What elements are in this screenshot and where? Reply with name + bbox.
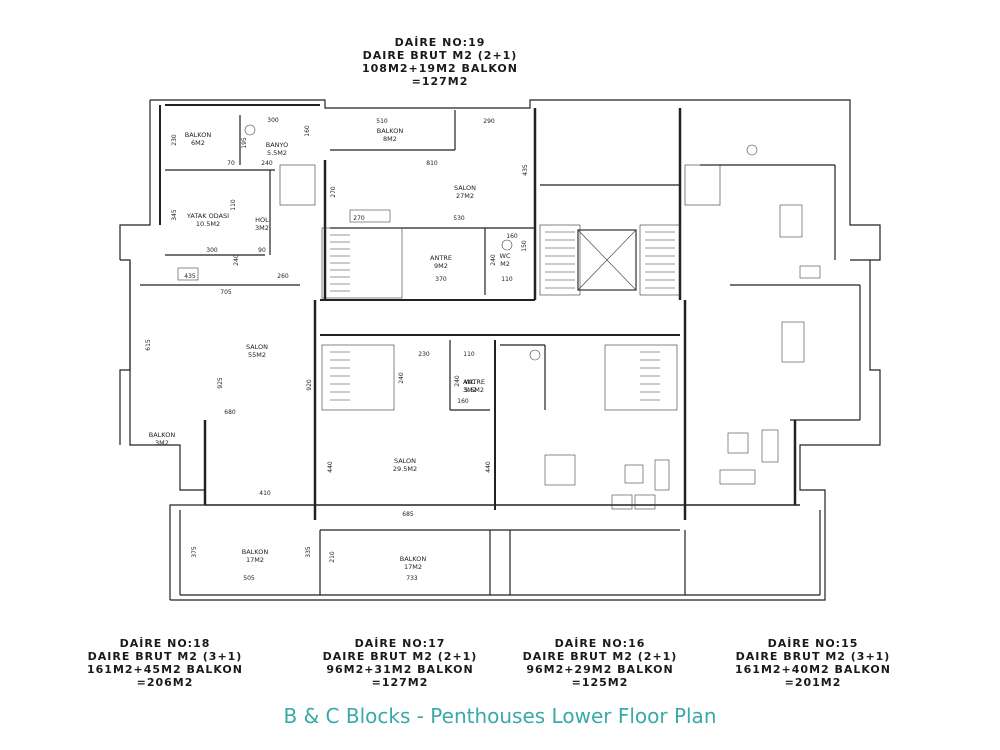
unit-19-area: 108M2+19M2 BALKON xyxy=(361,62,518,75)
dimension-label: 335 xyxy=(305,546,312,558)
dimension-label: 160 xyxy=(506,233,518,240)
dimension-label: 110 xyxy=(501,276,513,283)
dimension-label: 680 xyxy=(224,409,236,416)
dimension-label: 110 xyxy=(463,351,475,358)
unit-17-title: DAİRE NO:17 xyxy=(354,637,446,650)
unit-15-gross: DAIRE BRUT M2 (3+1) xyxy=(735,650,891,663)
dimension-label: 270 xyxy=(330,186,337,198)
unit-18-gross: DAIRE BRUT M2 (3+1) xyxy=(87,650,243,663)
dimension-label: 345 xyxy=(171,209,178,221)
dimension-label: 110 xyxy=(230,199,237,211)
dimension-label: 230 xyxy=(171,134,178,146)
unit-17-header: DAİRE NO:17 DAIRE BRUT M2 (2+1) 96M2+31M… xyxy=(295,637,505,689)
unit-16-gross: DAIRE BRUT M2 (2+1) xyxy=(522,650,678,663)
unit-18-area: 161M2+45M2 BALKON xyxy=(86,663,243,676)
dimension-label: 240 xyxy=(261,160,273,167)
dimension-label: 240 xyxy=(454,375,461,387)
plan-caption: B & C Blocks - Penthouses Lower Floor Pl… xyxy=(283,704,717,728)
unit-15-total: =201M2 xyxy=(784,676,842,689)
dimension-label: 260 xyxy=(277,273,289,280)
dimension-label: 300 xyxy=(206,247,218,254)
dimension-label: 440 xyxy=(327,461,334,473)
dimension-label: 240 xyxy=(398,372,405,384)
dimension-label: 240 xyxy=(233,254,240,266)
dimension-label: 530 xyxy=(453,215,465,222)
dimension-label: 410 xyxy=(259,490,271,497)
dimension-label: 150 xyxy=(521,240,528,252)
dimension-label: 375 xyxy=(191,546,198,558)
unit-17-total: =127M2 xyxy=(371,676,429,689)
unit-18-total: =206M2 xyxy=(136,676,194,689)
dimension-label: 230 xyxy=(418,351,430,358)
dimension-label: 370 xyxy=(435,276,447,283)
dimension-label: 685 xyxy=(402,511,414,518)
dimension-label: 920 xyxy=(306,379,313,391)
dimension-label: 290 xyxy=(483,118,495,125)
unit-15-title: DAİRE NO:15 xyxy=(767,637,859,650)
unit-15-header: DAİRE NO:15 DAIRE BRUT M2 (3+1) 161M2+40… xyxy=(708,637,918,689)
unit-19-total: =127M2 xyxy=(411,75,469,88)
unit-16-total: =125M2 xyxy=(571,676,629,689)
dimension-label: 505 xyxy=(243,575,255,582)
dimension-label: 435 xyxy=(522,164,529,176)
dimension-label: 733 xyxy=(406,575,418,582)
dimension-label: 240 xyxy=(490,254,497,266)
unit-17-gross: DAIRE BRUT M2 (2+1) xyxy=(322,650,478,663)
dimension-label: 210 xyxy=(329,551,336,563)
dimension-label: 195 xyxy=(241,137,248,149)
unit-16-area: 96M2+29M2 BALKON xyxy=(526,663,674,676)
unit-19-header: DAİRE NO:19 DAIRE BRUT M2 (2+1) 108M2+19… xyxy=(330,36,550,88)
unit-15-area: 161M2+40M2 BALKON xyxy=(734,663,891,676)
dimension-label: 300 xyxy=(267,117,279,124)
dimension-label: 160 xyxy=(304,125,311,137)
dimension-label: 160 xyxy=(457,398,469,405)
dimension-label: 435 xyxy=(184,273,196,280)
unit-18-header: DAİRE NO:18 DAIRE BRUT M2 (3+1) 161M2+45… xyxy=(60,637,270,689)
unit-18-title: DAİRE NO:18 xyxy=(119,637,211,650)
dimension-label: 615 xyxy=(145,339,152,351)
dimension-label: 925 xyxy=(217,377,224,389)
dimension-label: 705 xyxy=(220,289,232,296)
dimension-label: 810 xyxy=(426,160,438,167)
unit-17-area: 96M2+31M2 BALKON xyxy=(326,663,474,676)
dimension-label: 270 xyxy=(353,215,365,222)
unit-19-gross: DAIRE BRUT M2 (2+1) xyxy=(362,49,518,62)
dimension-label: 90 xyxy=(258,247,266,254)
unit-16-title: DAİRE NO:16 xyxy=(554,637,646,650)
dimension-label: 440 xyxy=(485,461,492,473)
unit-19-title: DAİRE NO:19 xyxy=(394,36,486,49)
dimension-label: 70 xyxy=(227,160,235,167)
dimension-label: 510 xyxy=(376,118,388,125)
unit-16-header: DAİRE NO:16 DAIRE BRUT M2 (2+1) 96M2+29M… xyxy=(495,637,705,689)
